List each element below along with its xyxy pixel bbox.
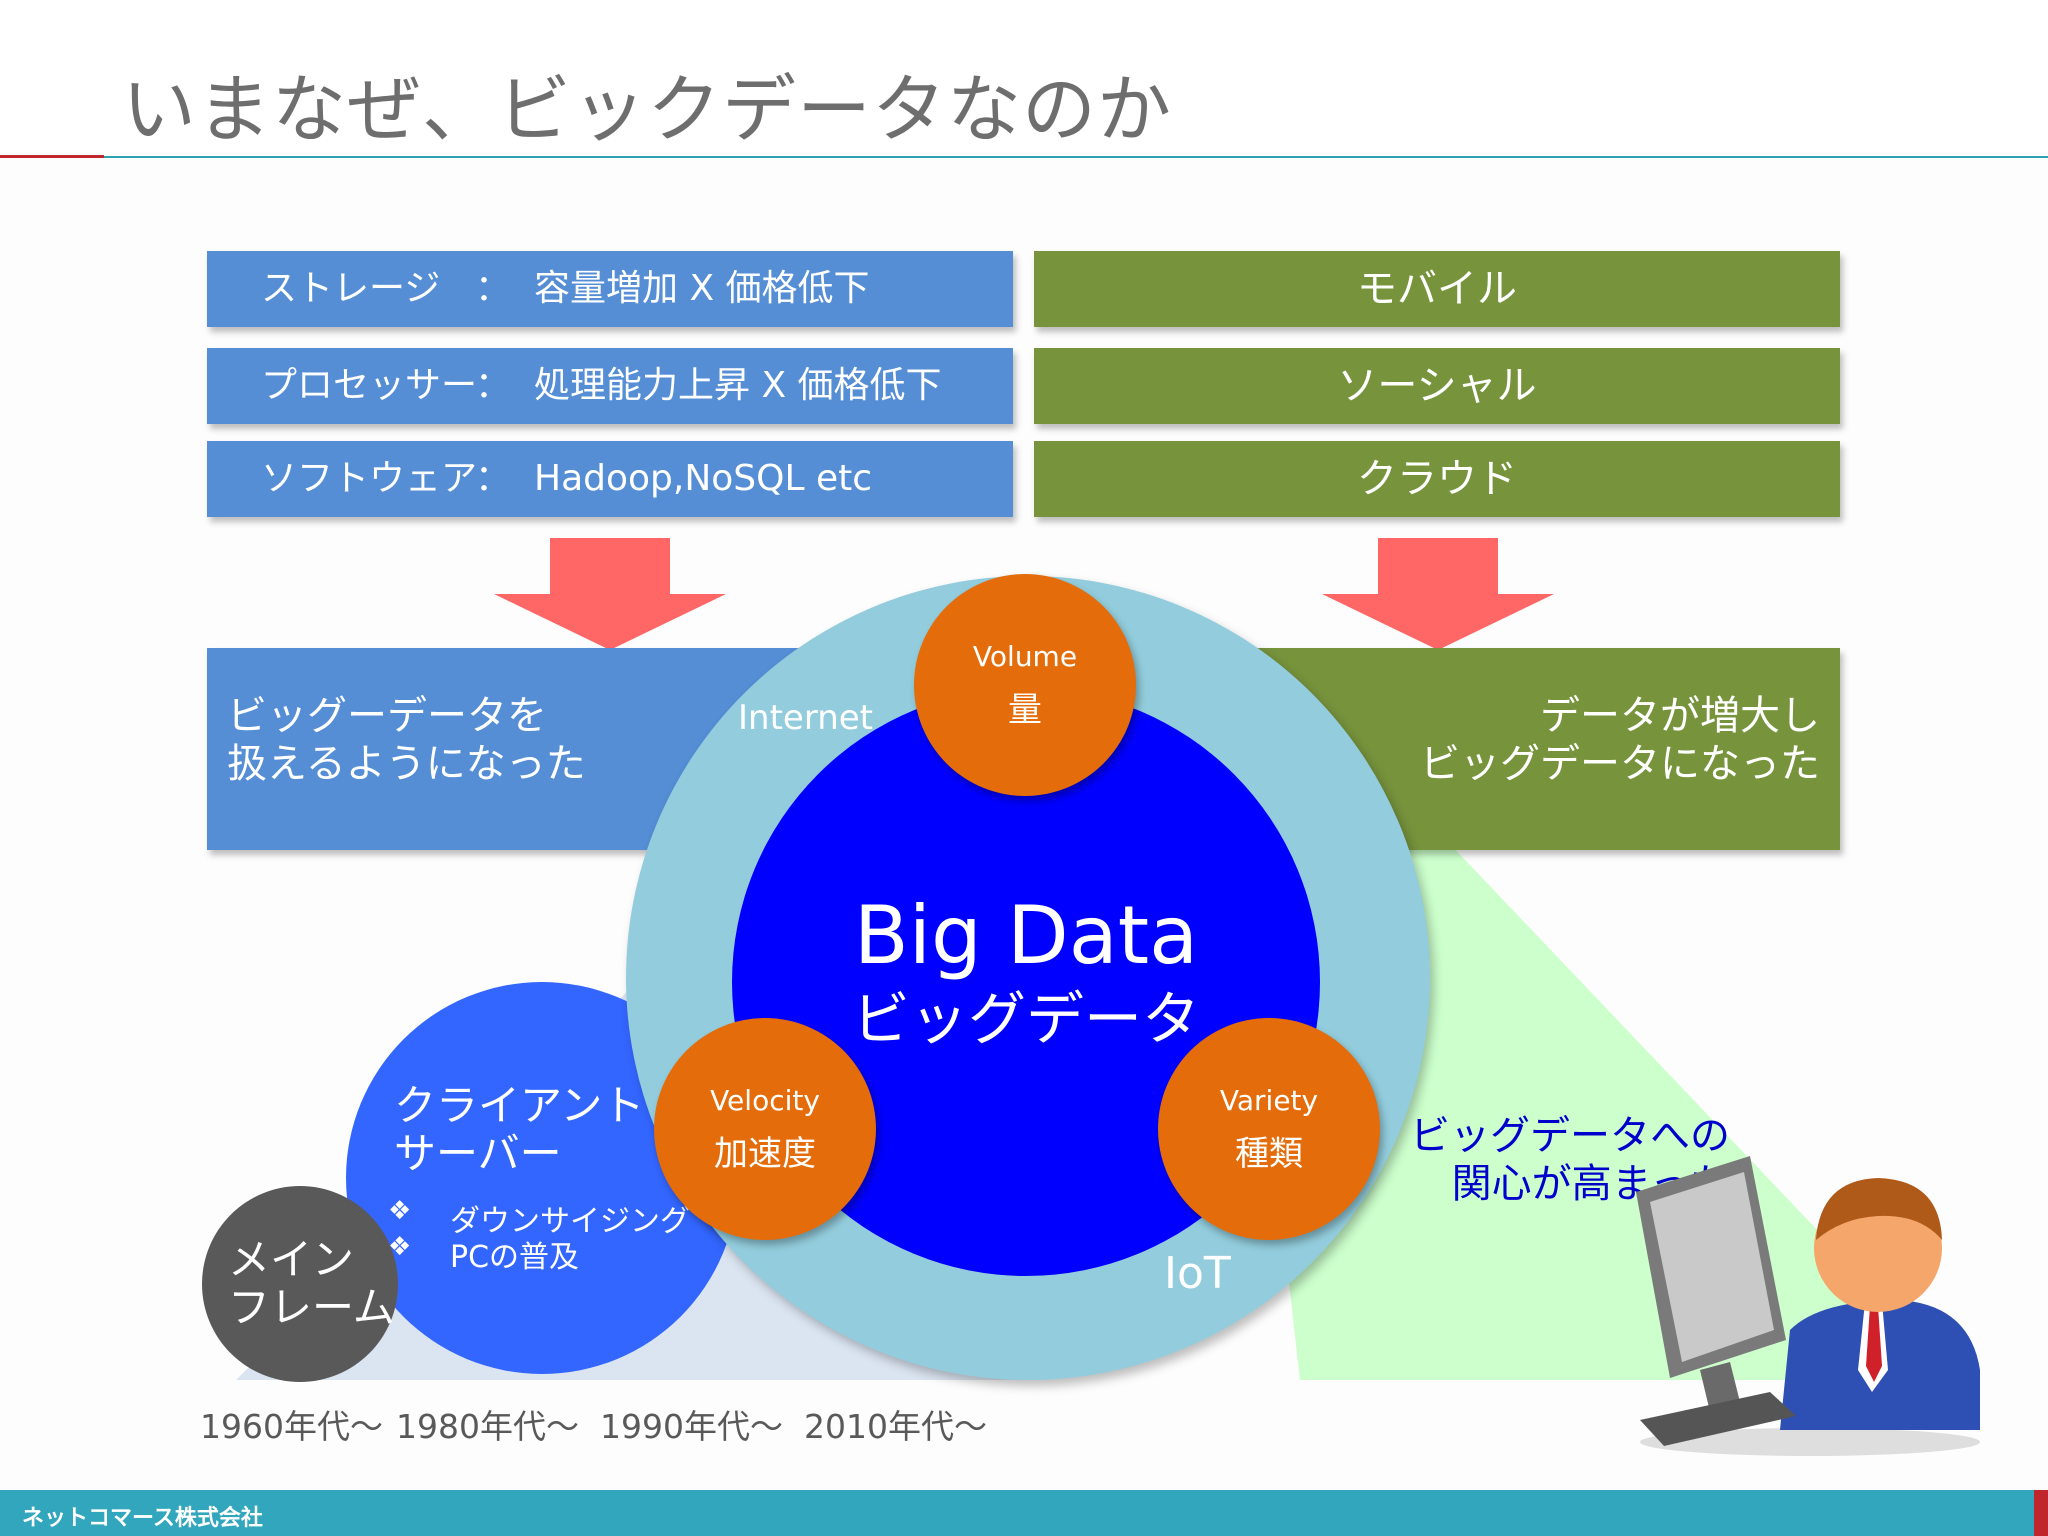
client-server-title-line1: クライアント (394, 1081, 645, 1130)
bullet-text: ダウンサイジング (450, 1204, 690, 1239)
right-result-line1: データが増大し (1540, 693, 1820, 739)
timeline-1960: 1960年代～ (200, 1407, 383, 1446)
left-result-line1: ビッグーデータを (227, 693, 547, 739)
mainframe-line1: メイン (228, 1235, 355, 1284)
interest-line1: ビッグデータへの (1410, 1113, 1730, 1159)
software-value: Hadoop,NoSQL etc (534, 458, 873, 499)
processor-box: プロセッサー ： 処理能力上昇 X 価格低下 (207, 348, 1013, 424)
processor-separator: ： (475, 365, 512, 406)
big-data-jp-label: ビッグデータ (851, 985, 1200, 1053)
right-result-line2: ビッグデータになった (1420, 741, 1820, 787)
processor-value: 処理能力上昇 X 価格低下 (534, 365, 942, 406)
variety-label: Variety (1219, 1084, 1319, 1117)
client-server-title-line2: サーバー (394, 1129, 562, 1178)
iot-label: IoT (1164, 1248, 1231, 1299)
storage-value: 容量増加 X 価格低下 (534, 268, 870, 309)
bullet-text: PCの普及 (450, 1240, 580, 1275)
cloud-box: クラウド (1034, 441, 1840, 517)
velocity-circle: Velocity 加速度 (654, 1018, 876, 1240)
social-box: ソーシャル (1034, 348, 1840, 424)
title-rule (104, 156, 2048, 158)
volume-jp-label: 量 (1008, 690, 1042, 730)
variety-jp-label: 種類 (1235, 1134, 1303, 1174)
title-rule-accent (0, 155, 104, 158)
timeline-1990: 1990年代～ (600, 1407, 783, 1446)
slide-title: いまなぜ、ビックデータなのか (122, 67, 1172, 153)
footer-bar (0, 1490, 2048, 1536)
software-separator: ： (475, 458, 512, 499)
down-arrow-icon (1322, 538, 1554, 650)
mobile-box: モバイル (1034, 251, 1840, 327)
left-result-line2: 扱えるようになった (227, 741, 586, 787)
mainframe-label: メイン フレーム (228, 1236, 395, 1332)
variety-circle: Variety 種類 (1158, 1018, 1380, 1240)
mainframe-line2: フレーム (228, 1283, 395, 1332)
big-data-label: Big Data (853, 889, 1199, 982)
list-item: ❖ ダウンサイジング (388, 1196, 718, 1239)
footer-accent (2034, 1490, 2048, 1536)
software-box: ソフトウェア ： Hadoop,NoSQL etc (207, 441, 1013, 517)
client-server-title: クライアント サーバー (394, 1082, 644, 1178)
processor-label: プロセッサー (261, 365, 478, 406)
velocity-label: Velocity (710, 1084, 820, 1117)
storage-box: ストレージ ： 容量増加 X 価格低下 (207, 251, 1013, 327)
timeline-2010: 2010年代～ (804, 1407, 987, 1446)
list-item: ❖ PCの普及 (388, 1232, 718, 1275)
down-arrow-icon (494, 538, 726, 650)
storage-separator: ： (475, 268, 512, 309)
person-at-computer-icon (1636, 1156, 1980, 1456)
storage-label: ストレージ (261, 268, 441, 309)
software-label: ソフトウェア (261, 458, 478, 499)
timeline-1980: 1980年代～ (396, 1407, 579, 1446)
velocity-jp-label: 加速度 (714, 1134, 816, 1174)
bullet-icon: ❖ (388, 1232, 412, 1262)
bullet-icon: ❖ (388, 1196, 412, 1226)
company-name: ネットコマース株式会社 (22, 1506, 263, 1531)
right-result-text: データが増大し ビッグデータになった (1420, 692, 1820, 788)
volume-label: Volume (972, 640, 1078, 673)
mainframe-circle: メイン フレーム (202, 1186, 398, 1382)
internet-label: Internet (738, 698, 874, 738)
volume-circle: Volume 量 (914, 574, 1136, 796)
left-result-text: ビッグーデータを 扱えるようになった (227, 692, 586, 788)
